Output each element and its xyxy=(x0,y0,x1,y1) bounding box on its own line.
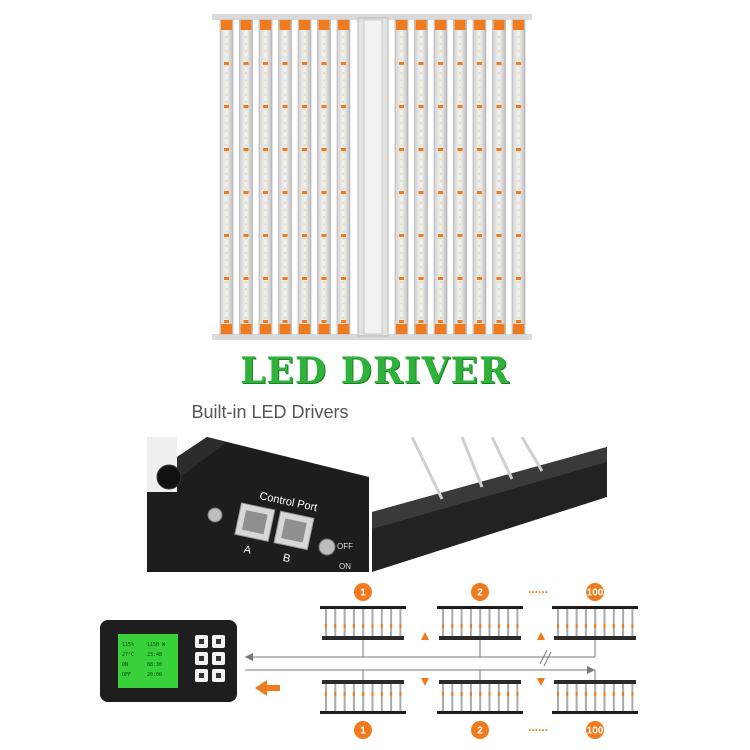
subheadline: Built-in LED Drivers xyxy=(191,402,349,422)
grow-light-unit xyxy=(552,606,638,657)
led-bar xyxy=(472,19,487,335)
grow-light-unit xyxy=(320,606,406,657)
button-glyph-icon xyxy=(216,673,221,678)
led-bar xyxy=(453,19,467,335)
led-bar xyxy=(239,19,253,335)
led-bar xyxy=(433,19,448,335)
up-arrow-icon xyxy=(421,632,429,640)
lcd-value: 1150 W xyxy=(147,642,166,648)
led-bar xyxy=(297,19,312,335)
lcd-value: 20:00 xyxy=(147,672,162,678)
lcd-value: 23:48 xyxy=(147,652,162,658)
grow-light-unit xyxy=(552,670,638,714)
unit-number: 100 xyxy=(587,726,604,737)
unit-number-badge: 2 xyxy=(471,583,489,601)
led-bar xyxy=(394,19,409,335)
lcd-value: 115% xyxy=(122,642,134,648)
lcd-value: ON xyxy=(122,662,128,668)
button-glyph-icon xyxy=(216,639,221,644)
direction-arrow xyxy=(255,680,280,696)
led-bar xyxy=(258,19,273,335)
up-arrow-icon xyxy=(537,632,545,640)
unit-number: 100 xyxy=(587,588,604,599)
port-a-label: A xyxy=(243,544,253,557)
control-port-photo: Control Port A B OFF ON xyxy=(147,437,369,572)
chain-ellipsis: ...... xyxy=(528,582,548,596)
button-glyph-icon xyxy=(199,639,204,644)
unit-number: 2 xyxy=(477,588,483,599)
chain-ellipsis: ...... xyxy=(528,720,548,734)
lcd-value: OFF xyxy=(122,672,131,678)
unit-number: 2 xyxy=(477,726,483,737)
button-glyph-icon xyxy=(199,656,204,661)
unit-number-badge: 100 xyxy=(586,583,604,601)
led-bar xyxy=(414,19,428,335)
led-bar xyxy=(336,19,351,335)
switch-label: OFF xyxy=(337,542,353,551)
driver-housing-photo xyxy=(372,437,607,572)
port-b-label: B xyxy=(282,552,292,565)
down-arrow-icon xyxy=(421,678,429,686)
headline: LED DRIVER xyxy=(240,350,510,392)
down-arrow-icon xyxy=(537,678,545,686)
grow-light-unit xyxy=(437,606,523,657)
lcd-value: 08:30 xyxy=(147,662,162,668)
grow-light-fixture xyxy=(212,14,532,340)
lcd-screen xyxy=(118,634,178,688)
unit-number: 1 xyxy=(360,726,366,737)
led-bar xyxy=(492,19,506,335)
button-glyph-icon xyxy=(216,656,221,661)
led-bar xyxy=(317,19,331,335)
unit-number: 1 xyxy=(360,588,366,599)
button-glyph-icon xyxy=(199,673,204,678)
led-bar xyxy=(219,19,234,335)
unit-number-badge: 1 xyxy=(354,583,372,601)
unit-number-badge: 1 xyxy=(354,721,372,739)
led-bar xyxy=(278,19,292,335)
led-bar xyxy=(511,19,526,335)
grow-light-unit xyxy=(320,670,406,714)
grow-light-unit xyxy=(437,670,523,714)
lcd-value: 27°C xyxy=(122,652,134,658)
unit-number-badge: 100 xyxy=(586,721,604,739)
switch-label-2: ON xyxy=(339,562,351,571)
unit-number-badge: 2 xyxy=(471,721,489,739)
